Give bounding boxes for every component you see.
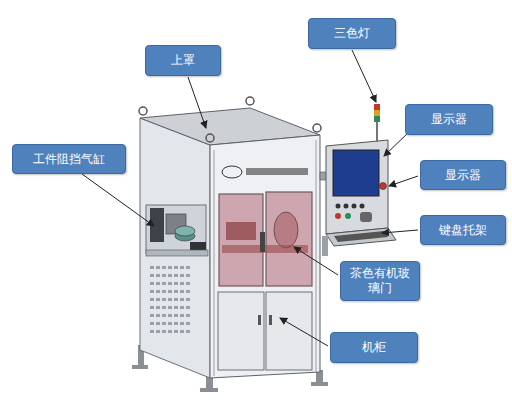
callout-box: 显示器: [405, 104, 493, 135]
callout-box: 键盘托架: [420, 215, 506, 245]
stop-cylinder: [146, 205, 208, 256]
callout-label: 工件阻挡气缸: [33, 152, 105, 167]
callout-box: 显示器: [420, 160, 506, 190]
tricolor-light: [374, 104, 380, 142]
console: [320, 140, 396, 256]
front-frame: [210, 135, 320, 378]
callout-label: 茶色有机玻璃门: [347, 266, 413, 296]
side-panel: [140, 118, 210, 378]
display-screen: [333, 150, 379, 196]
logo: [222, 166, 308, 178]
lifting-eyes: [139, 97, 321, 142]
leader-lines: [82, 50, 418, 346]
callout-box: 三色灯: [308, 18, 396, 49]
vent-slots: [150, 262, 192, 337]
callout-box: 上罩: [145, 45, 221, 76]
callout-label: 键盘托架: [439, 223, 487, 238]
callout-label: 三色灯: [334, 26, 370, 41]
keyboard-tray: [326, 228, 396, 246]
callout-label: 显示器: [445, 168, 481, 183]
cabinet-doors: [218, 292, 312, 370]
callout-label: 机柜: [362, 340, 386, 355]
tinted-glass-doors: [219, 192, 312, 286]
callout-label: 显示器: [431, 112, 467, 127]
callout-box: 机柜: [330, 332, 418, 363]
callout-box: 茶色有机玻璃门: [340, 261, 420, 301]
callout-box: 工件阻挡气缸: [12, 144, 126, 174]
callout-label: 上罩: [171, 53, 195, 68]
